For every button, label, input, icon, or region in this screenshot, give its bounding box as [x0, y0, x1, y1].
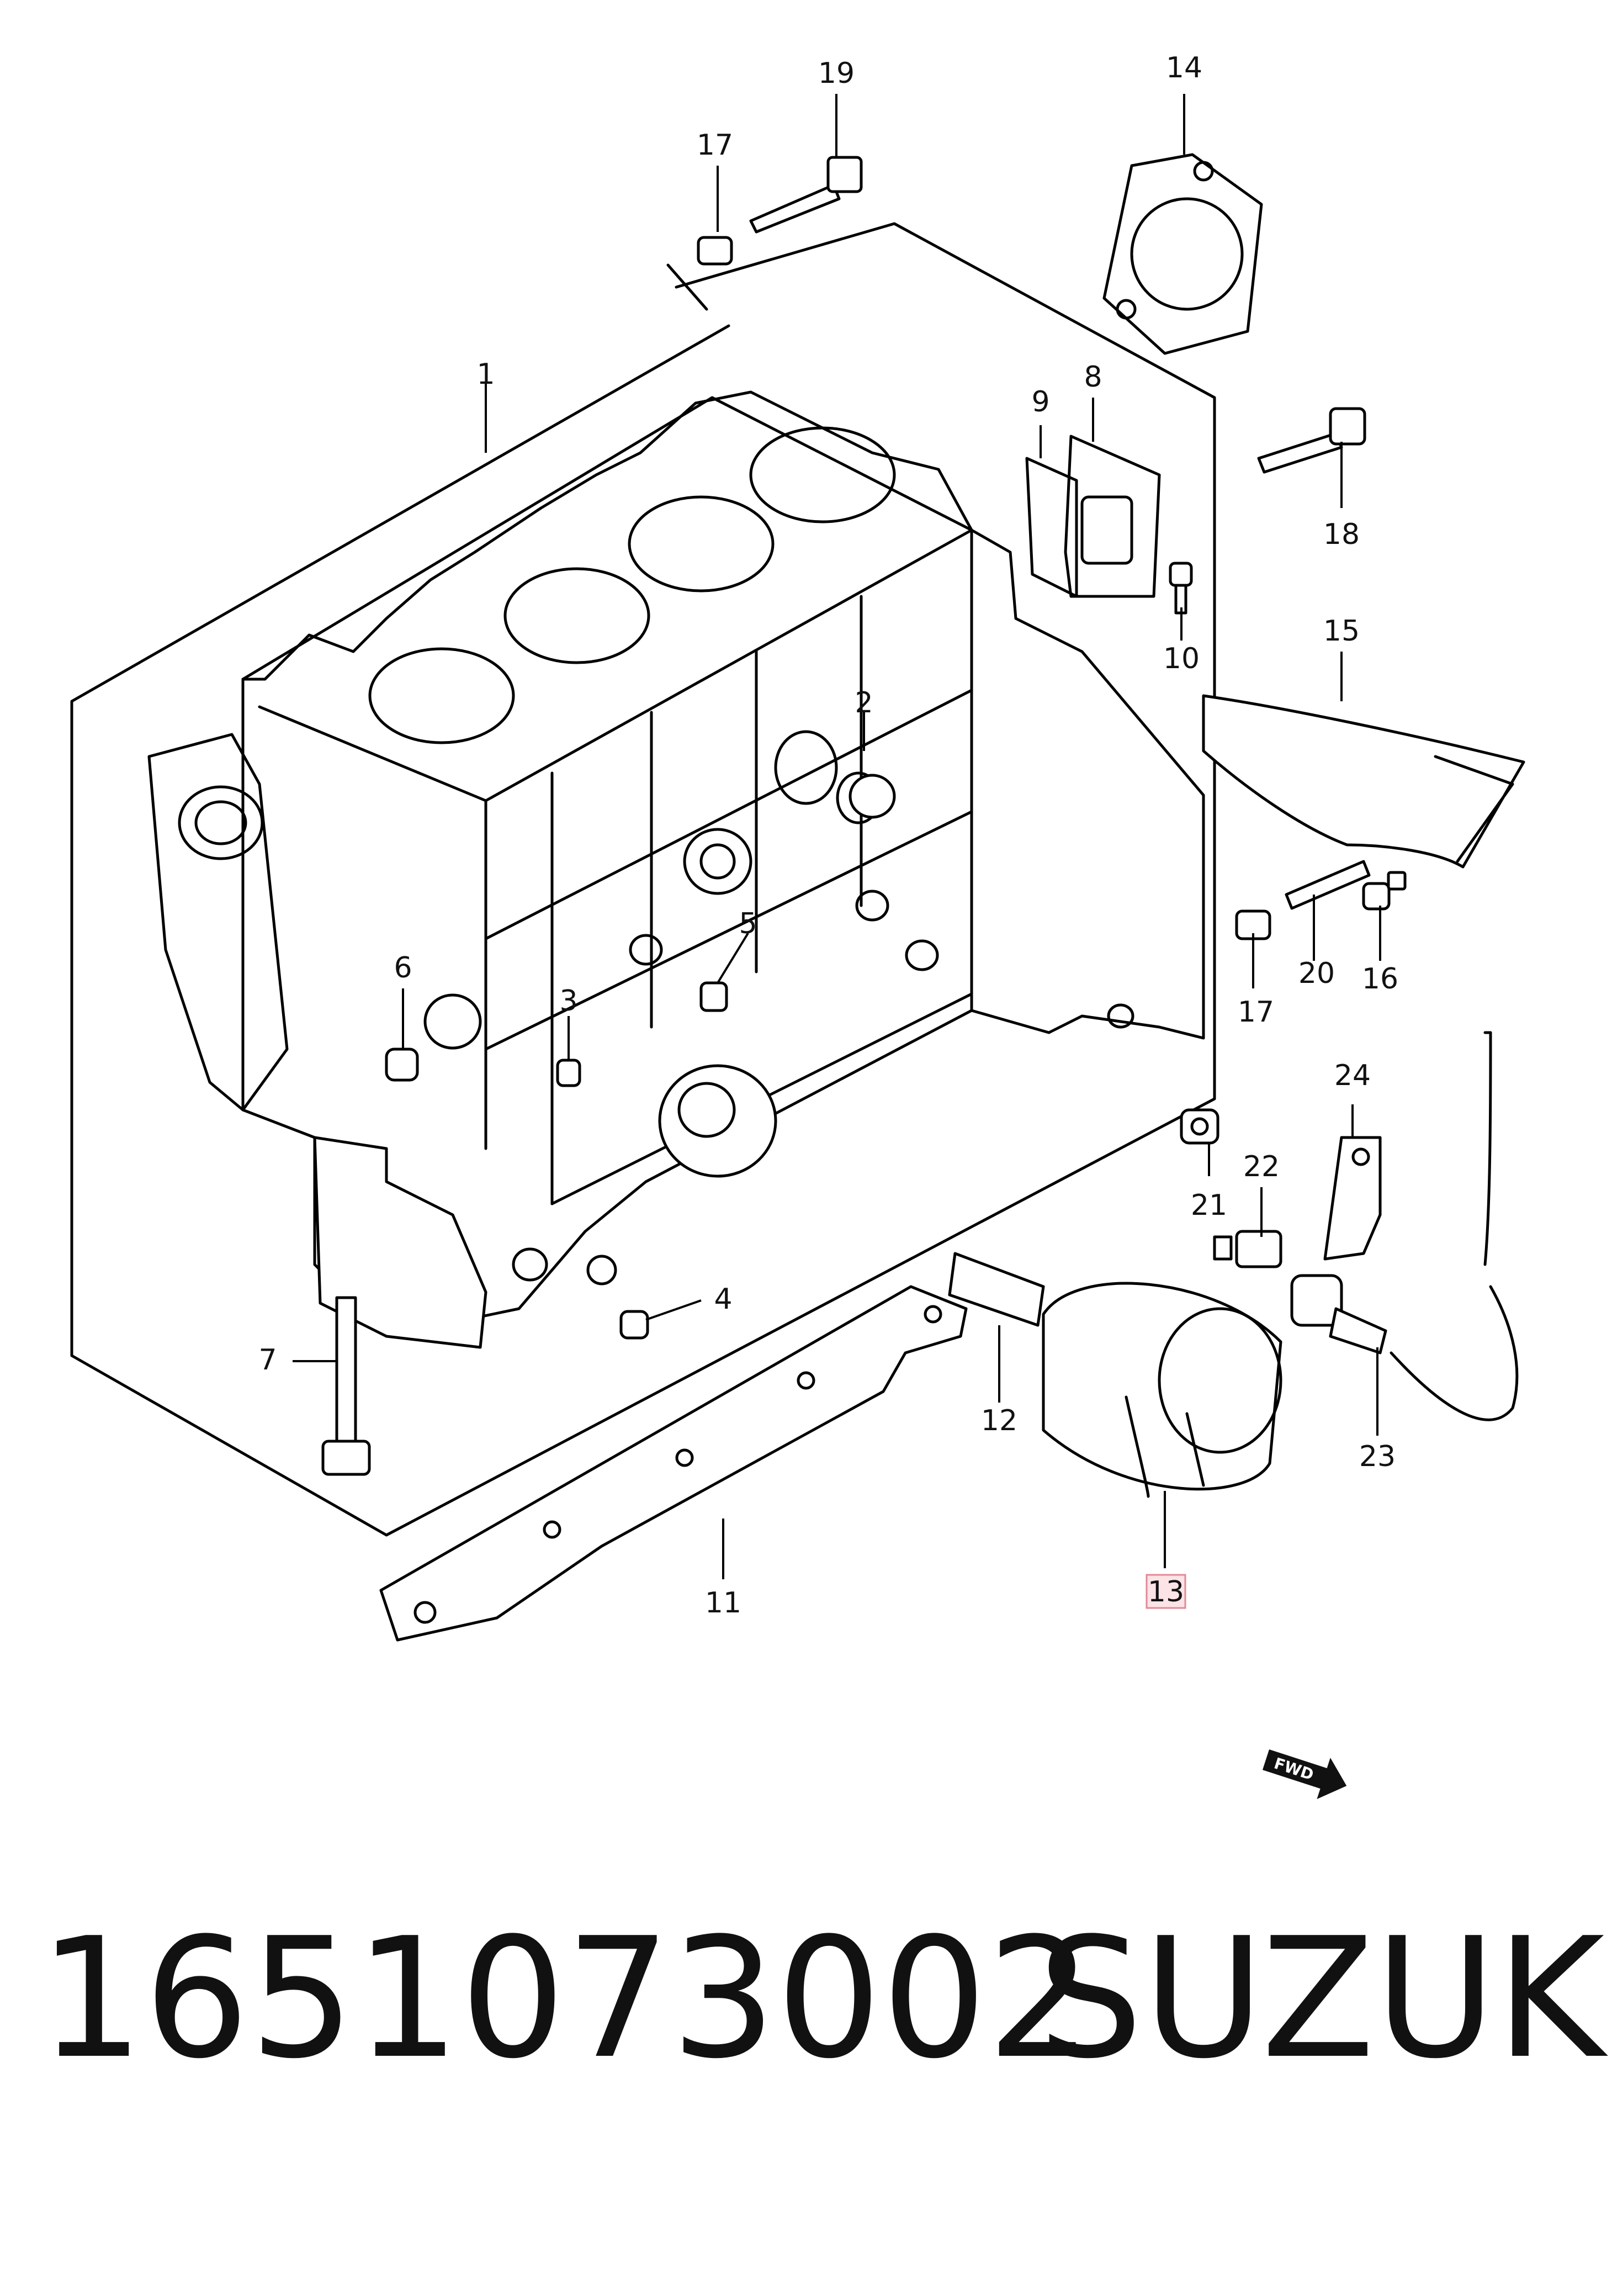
- plug-6: [385, 1048, 419, 1082]
- union-bolt-12: [948, 1252, 1045, 1327]
- callout-13-highlight: [1146, 1574, 1186, 1609]
- assembly-frame: [70, 222, 1216, 1537]
- callout-23[interactable]: 23: [1359, 1440, 1396, 1473]
- callout-7[interactable]: 7: [258, 1343, 277, 1377]
- callout-20[interactable]: 20: [1298, 957, 1335, 990]
- bolt-10: [1169, 562, 1193, 615]
- callout-3[interactable]: 3: [559, 985, 577, 1018]
- callout-9[interactable]: 9: [1031, 385, 1049, 419]
- oil-pressure-switch-22: [1213, 1230, 1282, 1268]
- stud-bolt-7: [321, 1296, 371, 1476]
- gasket-8: [1064, 435, 1161, 598]
- gasket-14: [1102, 153, 1263, 355]
- callout-8[interactable]: 8: [1084, 361, 1102, 394]
- cylinder-block: [147, 390, 1205, 1349]
- brand-name: SUZUKI: [1038, 1902, 1612, 2095]
- fwd-arrow-icon: FWD: [1262, 1749, 1347, 1800]
- callout-1[interactable]: 1: [476, 358, 495, 391]
- callout-16[interactable]: 16: [1362, 962, 1398, 996]
- callout-5[interactable]: 5: [739, 907, 757, 940]
- bolt-18: [1257, 407, 1366, 474]
- plate-15: [1202, 694, 1525, 869]
- oil-level-gauge-23: [1290, 1031, 1519, 1421]
- callout-24[interactable]: 24: [1334, 1059, 1371, 1092]
- plug-2: [849, 774, 896, 819]
- callout-12[interactable]: 12: [981, 1404, 1017, 1437]
- oil-filter-13: [1042, 1282, 1282, 1498]
- callout-14[interactable]: 14: [1166, 51, 1202, 84]
- callout-15[interactable]: 15: [1323, 615, 1360, 648]
- bolt-20: [1285, 860, 1371, 910]
- footer-band: [0, 1911, 1612, 2296]
- callout-18[interactable]: 18: [1323, 518, 1360, 551]
- callout-4[interactable]: 4: [714, 1283, 732, 1316]
- callout-2[interactable]: 2: [855, 686, 873, 720]
- plug-5: [699, 981, 728, 1012]
- bolt-19: [749, 156, 863, 234]
- bolt-16: [1362, 871, 1407, 911]
- callout-21[interactable]: 21: [1191, 1189, 1227, 1222]
- callout-22[interactable]: 22: [1243, 1150, 1280, 1183]
- plug-4: [619, 1310, 649, 1340]
- callout-19[interactable]: 19: [818, 57, 855, 90]
- callout-11[interactable]: 11: [705, 1586, 741, 1620]
- callout-17-lower[interactable]: 17: [1238, 996, 1274, 1029]
- nut-21: [1180, 1108, 1219, 1145]
- gasket-9: [1025, 457, 1078, 598]
- baffle-plate-11: [379, 1285, 968, 1642]
- plug-3: [556, 1059, 581, 1087]
- bracket-24: [1323, 1136, 1382, 1261]
- leader-lines: [293, 94, 1381, 1579]
- callout-6[interactable]: 6: [394, 951, 412, 985]
- frame-notch: [666, 263, 708, 311]
- part-number: 1651073002: [39, 1902, 1093, 2095]
- exploded-parts-diagram: 1 2 3 4 5 6 7 8 9 10 11 12 13 14 15 16 1…: [70, 51, 1525, 1800]
- dowel-pin-17-top: [697, 236, 733, 266]
- callout-10[interactable]: 10: [1163, 642, 1200, 675]
- callout-17-top[interactable]: 17: [697, 129, 733, 162]
- callout-13[interactable]: 13: [1148, 1575, 1184, 1609]
